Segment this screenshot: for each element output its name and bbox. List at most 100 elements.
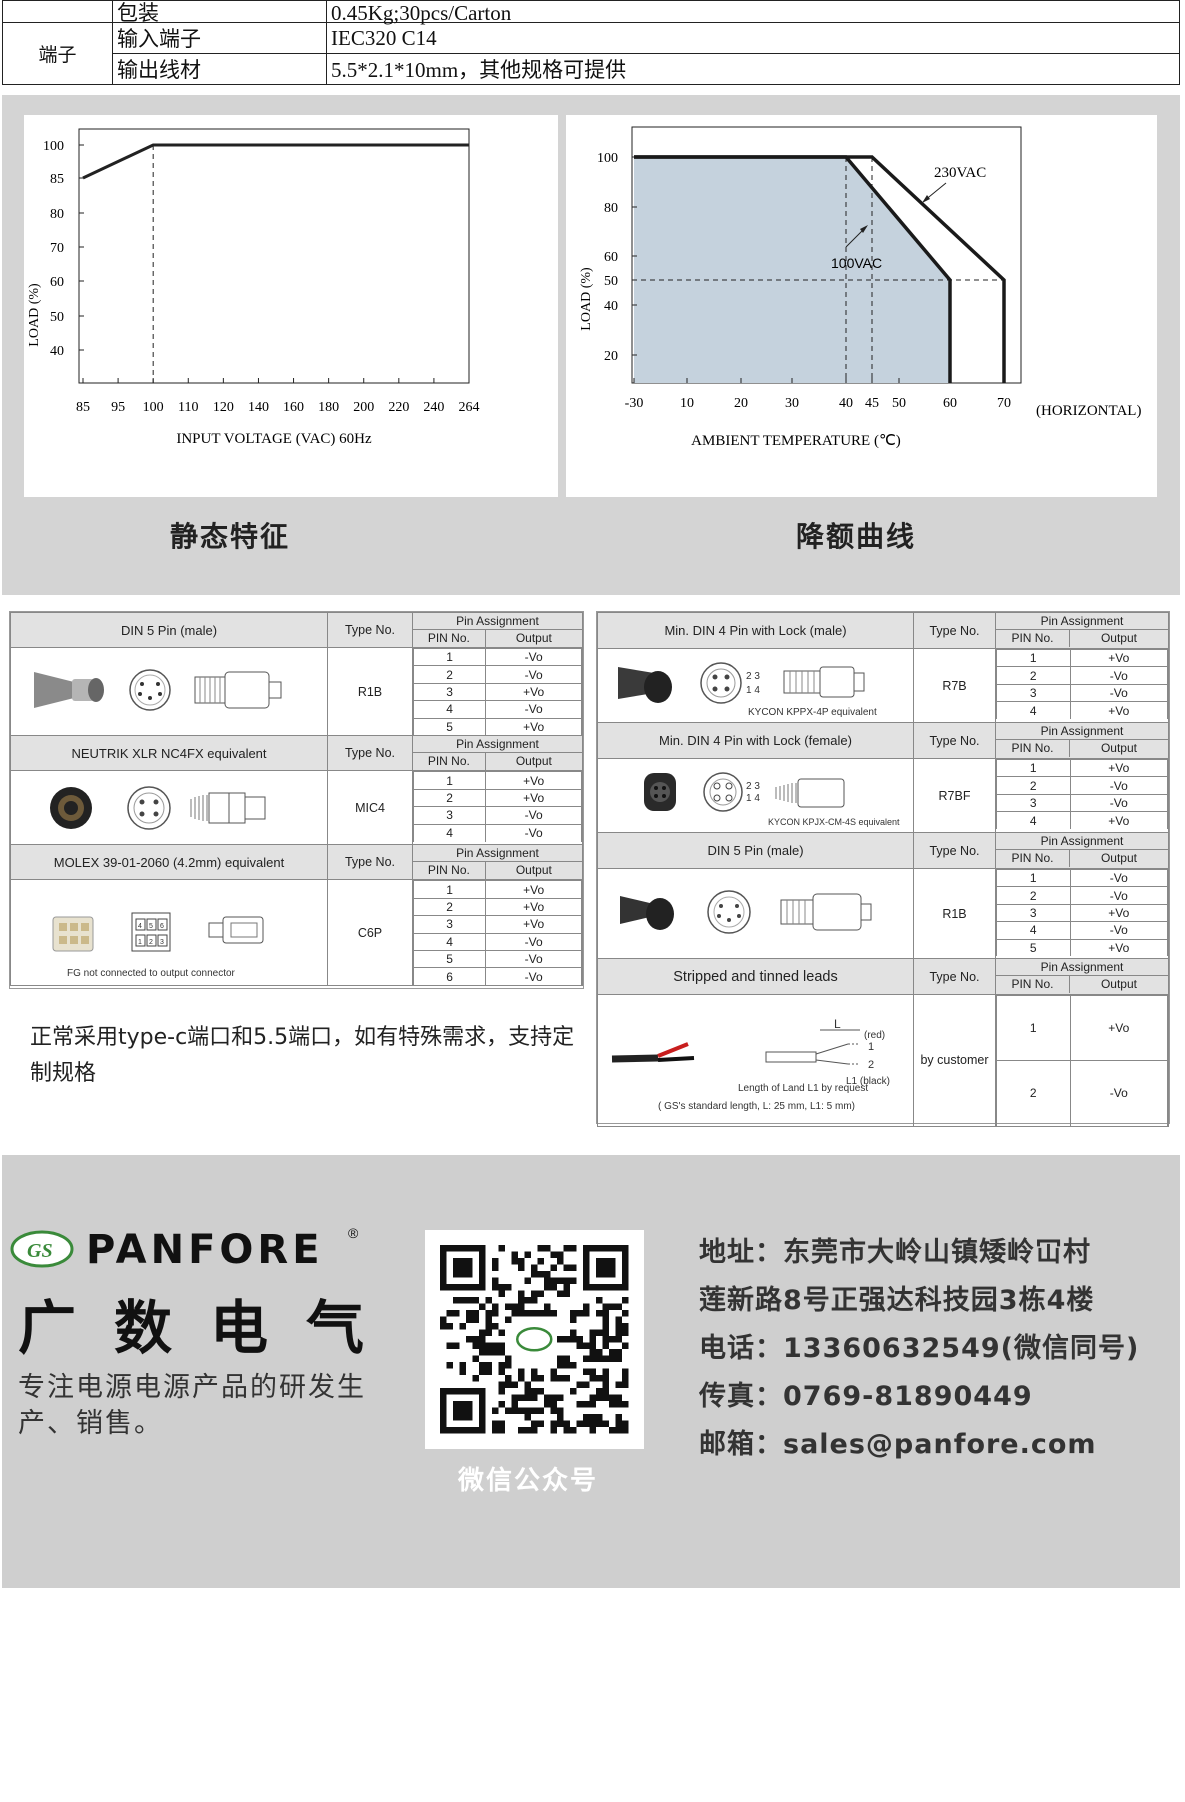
- qr-module: [511, 1407, 518, 1414]
- qr-module: [505, 1407, 512, 1414]
- qr-module: [466, 1310, 473, 1317]
- qr-module: [576, 1401, 583, 1408]
- pin-no-header: PIN No.: [996, 740, 1070, 757]
- qr-module: [531, 1290, 538, 1297]
- address-line-2: 莲新路8号正强达科技园3栋4楼: [699, 1285, 1095, 1316]
- spec-group: [2, 0, 113, 23]
- custom-spec-note: 正常采用type-c端口和5.5端口，如有特殊需求，支持定制规格: [30, 1025, 575, 1086]
- label-pin-2: 2: [868, 1059, 874, 1071]
- qr-module: [531, 1420, 538, 1427]
- qr-module: [576, 1420, 583, 1427]
- qr-module: [570, 1310, 577, 1317]
- type-no: MIC4: [327, 770, 413, 846]
- qr-module: [563, 1336, 570, 1343]
- qr-module: [459, 1368, 466, 1375]
- x-tick-label: 200: [353, 400, 374, 415]
- y-tick-label: 100: [43, 139, 64, 154]
- qr-module: [524, 1251, 531, 1258]
- qr-module: [511, 1381, 518, 1388]
- qr-module: [518, 1427, 525, 1434]
- qr-module: [531, 1310, 538, 1317]
- qr-module: [498, 1342, 505, 1349]
- qr-module: [479, 1303, 486, 1310]
- static-chart-caption: 静态特征: [170, 520, 291, 553]
- qr-module: [472, 1375, 479, 1382]
- connector-image-din5: [10, 646, 328, 737]
- qr-module: [518, 1258, 525, 1265]
- qr-module: [557, 1407, 564, 1414]
- pin-assignment-label: Pin Assignment: [996, 723, 1168, 740]
- qr-module: [544, 1401, 551, 1408]
- x-tick-label: 220: [388, 400, 409, 415]
- x-tick-label: 40: [839, 396, 853, 411]
- qr-module: [609, 1427, 616, 1434]
- arrow-head: [922, 195, 930, 203]
- qr-module: [518, 1407, 525, 1414]
- qr-code-icon: [440, 1245, 629, 1434]
- kycon-note: KYCON KPPX-4P equivalent: [748, 707, 877, 718]
- qr-module: [544, 1284, 551, 1291]
- qr-module: [615, 1355, 622, 1362]
- spec-row-input-terminal: 端子 输入端子 IEC320 C14: [2, 22, 1180, 85]
- y-tick-label: 20: [604, 349, 618, 364]
- spec-value: IEC320 C14: [326, 22, 1180, 54]
- series-line-100vac: [634, 155, 952, 383]
- qr-module: [557, 1420, 564, 1427]
- output-header: Output: [515, 631, 552, 645]
- mini-din-female-icon: 2 31 4: [643, 772, 844, 812]
- svg-text:1 4: 1 4: [746, 793, 760, 804]
- qr-module: [550, 1264, 557, 1271]
- connector-title: Min. DIN 4 Pin with Lock (female): [597, 722, 914, 759]
- qr-module: [622, 1375, 629, 1382]
- qr-module: [622, 1342, 629, 1349]
- derating-chart-caption: 降额曲线: [796, 520, 917, 553]
- qr-module: [537, 1310, 544, 1317]
- qr-module: [466, 1297, 473, 1304]
- x-tick-label: 20: [734, 396, 748, 411]
- qr-module: [563, 1427, 570, 1434]
- qr-module: [602, 1368, 609, 1375]
- lead-standard-note: ( GS's standard length, L: 25 mm, L1: 5 …: [658, 1101, 855, 1112]
- qr-module: [485, 1316, 492, 1323]
- qr-module: [583, 1303, 590, 1310]
- output-header: Output: [1100, 977, 1137, 991]
- kycon-note: KYCON KPJX-CM-4S equivalent: [768, 817, 900, 827]
- qr-module: [498, 1290, 505, 1297]
- output-header: Output: [515, 754, 552, 769]
- qr-module: [615, 1427, 622, 1434]
- connector-title: DIN 5 Pin (male): [597, 832, 914, 869]
- qr-module: [492, 1342, 499, 1349]
- connector-image-din5: [597, 868, 914, 959]
- qr-module: [518, 1297, 525, 1304]
- qr-module: [557, 1355, 564, 1362]
- qr-module: [589, 1355, 596, 1362]
- qr-module: [498, 1349, 505, 1356]
- qr-module: [505, 1375, 512, 1382]
- qr-module: [537, 1258, 544, 1265]
- qr-module: [602, 1375, 609, 1382]
- svg-text:1: 1: [138, 939, 142, 946]
- qr-module: [609, 1401, 616, 1408]
- email[interactable]: 邮箱：sales@panfore.com: [699, 1429, 1097, 1460]
- qr-module: [576, 1336, 583, 1343]
- qr-finder-core: [596, 1258, 616, 1278]
- qr-module: [596, 1310, 603, 1317]
- qr-module: [518, 1303, 525, 1310]
- qr-module: [622, 1310, 629, 1317]
- pin-list: 1-Vo 2-Vo 3+Vo 4-Vo 5+Vo: [412, 647, 582, 736]
- svg-text:1 4: 1 4: [746, 685, 760, 696]
- qr-module: [518, 1375, 525, 1382]
- qr-module: [602, 1316, 609, 1323]
- qr-module: [459, 1362, 466, 1369]
- qr-module: [622, 1420, 629, 1427]
- contact-footer: GS PANFORE ® 广数电气 专注电源电源产品的研发生产、销售。 微信公众…: [2, 1155, 1180, 1588]
- qr-module: [440, 1316, 447, 1323]
- qr-center-logo: [516, 1327, 553, 1352]
- qr-module: [596, 1394, 603, 1401]
- pin-list: 1+Vo 2-Vo 3-Vo 4+Vo: [996, 648, 1169, 720]
- qr-module: [583, 1342, 590, 1349]
- qr-module: [563, 1362, 570, 1369]
